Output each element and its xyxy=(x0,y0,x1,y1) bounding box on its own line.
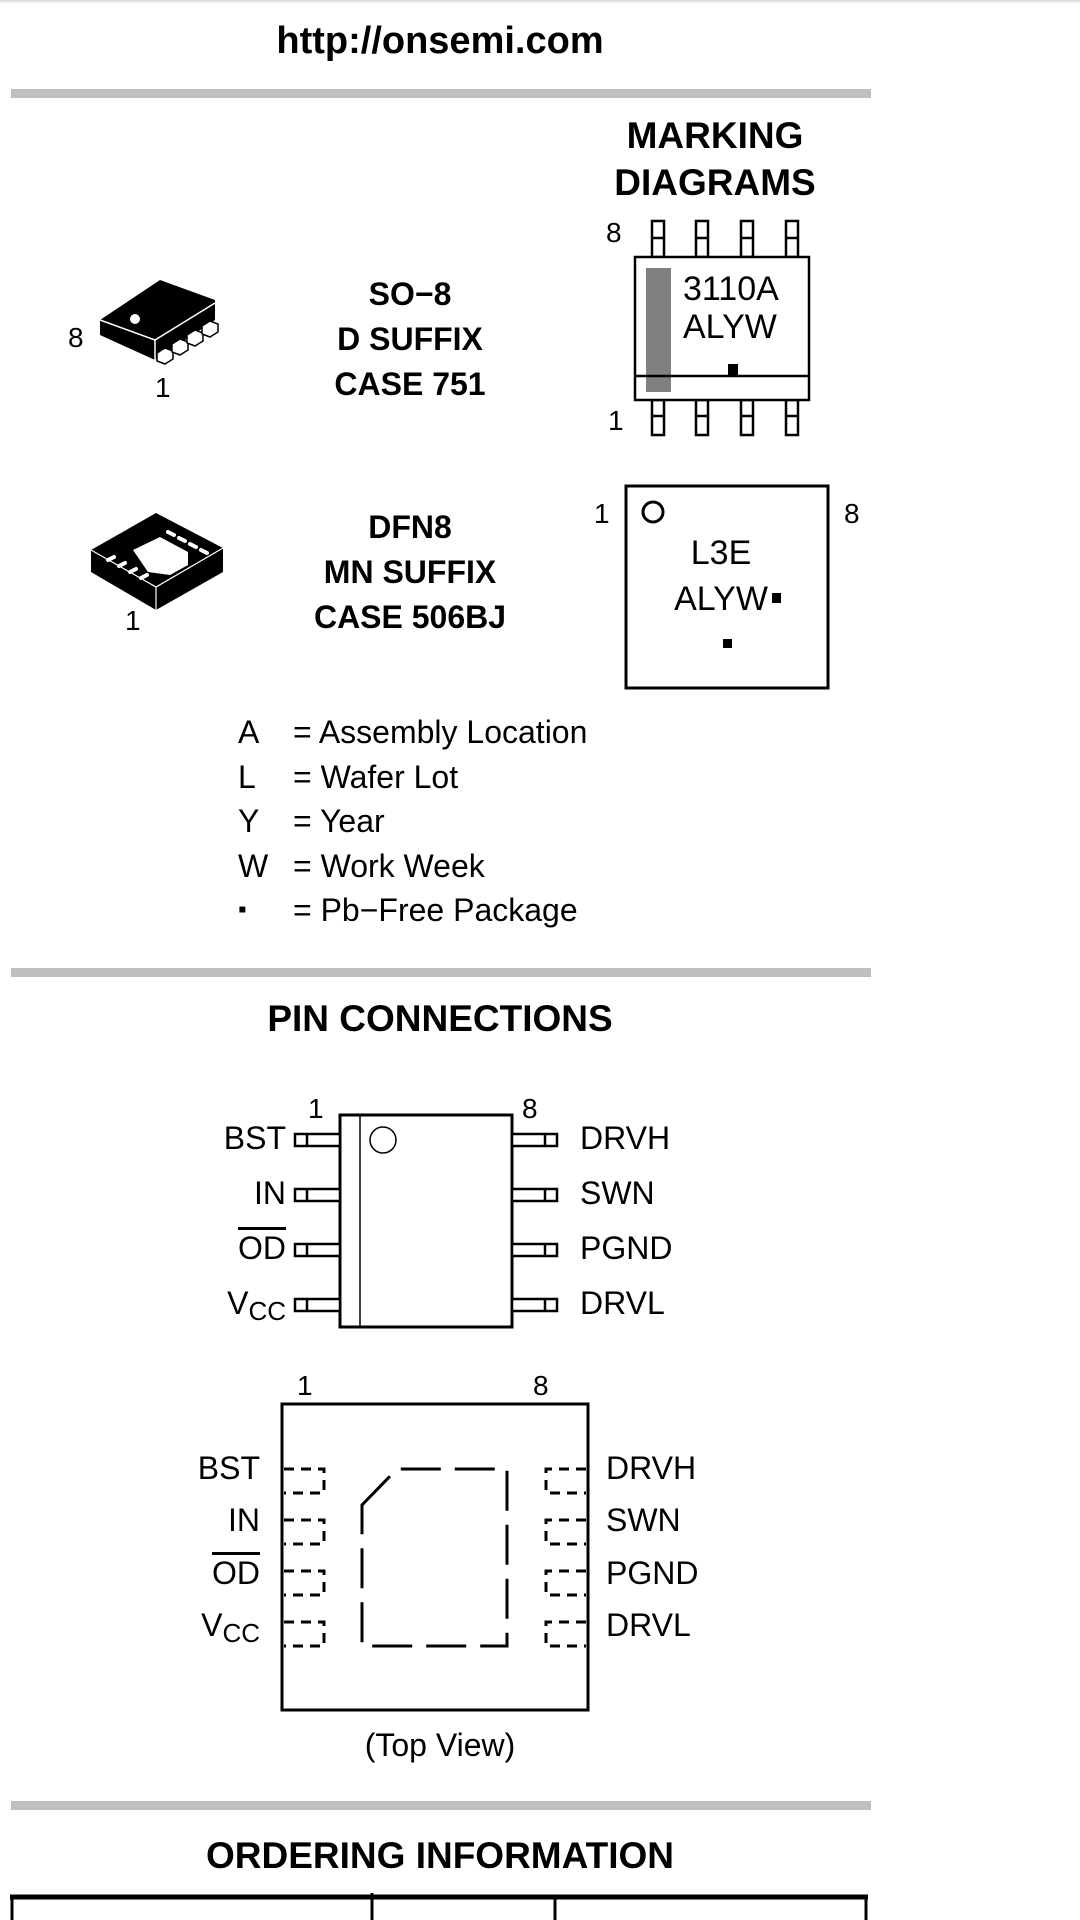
dfn8-pin-bst: BST xyxy=(197,1450,260,1486)
dfn8-package-label: DFN8 MN SUFFIX CASE 506BJ xyxy=(280,505,540,640)
ordering-information-heading: ORDERING INFORMATION xyxy=(206,1835,674,1876)
package-case: CASE 751 xyxy=(334,366,486,402)
pin1-dot-icon xyxy=(641,500,665,524)
so8-pin-swn: SWN xyxy=(580,1175,655,1211)
pin1-indicator-bar xyxy=(646,268,671,392)
dfn8-marking-pin1-label: 1 xyxy=(594,498,610,529)
marking-line-1: 3110A xyxy=(683,270,779,308)
pb-free-dot-icon xyxy=(723,639,732,648)
dfn8-pin1-label: 1 xyxy=(297,1370,313,1401)
so8-photo-pin1-label: 1 xyxy=(155,372,171,403)
dfn8-pin-od: OD xyxy=(212,1555,260,1591)
so8-pin-vcc: VCC xyxy=(227,1285,286,1326)
dfn8-pinout-diagram xyxy=(280,1402,590,1712)
marking-diagrams-heading: MARKING DIAGRAMS xyxy=(580,112,850,206)
legend-row: ▪= Pb−Free Package xyxy=(238,892,578,928)
marking-legend: A= Assembly Location L= Wafer Lot Y= Yea… xyxy=(238,710,587,933)
dfn8-marking-diagram xyxy=(624,484,830,690)
so8-photo-pin8-label: 8 xyxy=(68,322,84,353)
so8-pinout-diagram xyxy=(293,1113,559,1329)
so8-package-label: SO−8 D SUFFIX CASE 751 xyxy=(280,272,540,407)
so8-pin-drvh: DRVH xyxy=(580,1120,671,1156)
dfn8-pin8-label: 8 xyxy=(533,1370,549,1401)
legend-row: L= Wafer Lot xyxy=(238,758,459,795)
pb-free-dot-icon xyxy=(728,364,738,375)
pb-free-dot-icon xyxy=(772,593,781,603)
so8-pin8-label: 8 xyxy=(522,1093,538,1124)
dfn8-pin-drvh: DRVH xyxy=(606,1450,697,1486)
top-view-caption: (Top View) xyxy=(364,1727,516,1763)
dfn8-pin-in: IN xyxy=(228,1502,260,1538)
heading-line-2: DIAGRAMS xyxy=(614,162,816,203)
legend-row: A= Assembly Location xyxy=(238,714,588,750)
legend-row: W= Work Week xyxy=(238,847,485,884)
package-name: DFN8 xyxy=(368,509,452,545)
section-divider xyxy=(11,89,871,98)
dfn8-pin-swn: SWN xyxy=(606,1502,681,1538)
pin1-dot-icon xyxy=(369,1126,397,1154)
so8-pin-bst: BST xyxy=(223,1120,286,1156)
marking-line-1: L3E xyxy=(690,534,752,572)
so8-pin-drvl: DRVL xyxy=(580,1285,665,1321)
so8-package-photo-icon xyxy=(99,280,219,365)
package-case: CASE 506BJ xyxy=(313,599,507,635)
so8-marking-pin8-label: 8 xyxy=(606,217,622,248)
package-suffix: D SUFFIX xyxy=(337,321,483,357)
package-suffix: MN SUFFIX xyxy=(323,554,497,590)
package-name: SO−8 xyxy=(368,276,452,312)
so8-marking-diagram xyxy=(633,219,811,437)
dfn8-pin-pgnd: PGND xyxy=(606,1555,699,1591)
so8-pin-in: IN xyxy=(254,1175,286,1211)
marking-line-2: ALYW xyxy=(683,308,777,346)
top-shadow xyxy=(0,0,1080,4)
website-url[interactable]: http://onsemi.com xyxy=(276,20,604,62)
dfn8-marking-text: L3E ALYW xyxy=(624,530,830,622)
so8-pin1-label: 1 xyxy=(308,1093,324,1124)
section-divider xyxy=(11,968,871,977)
so8-marking-text: 3110A ALYW xyxy=(683,270,779,346)
legend-row: Y= Year xyxy=(238,803,385,839)
section-divider xyxy=(11,1801,871,1810)
so8-pin-pgnd: PGND xyxy=(580,1230,673,1266)
dfn8-package-photo-icon xyxy=(90,513,224,610)
pin-connections-heading: PIN CONNECTIONS xyxy=(267,998,613,1039)
heading-line-1: MARKING xyxy=(626,115,804,156)
dfn8-pin-drvl: DRVL xyxy=(606,1607,691,1643)
so8-marking-pin1-label: 1 xyxy=(608,405,624,436)
exposed-pad-outline xyxy=(360,1467,509,1648)
ordering-table-header xyxy=(10,1893,868,1920)
marking-line-2: ALYW xyxy=(674,580,768,618)
dfn8-marking-pin8-label: 8 xyxy=(844,498,860,529)
so8-pin-od: OD xyxy=(238,1230,286,1266)
dfn8-photo-pin1-label: 1 xyxy=(125,605,141,636)
dfn8-pin-vcc: VCC xyxy=(201,1607,260,1648)
